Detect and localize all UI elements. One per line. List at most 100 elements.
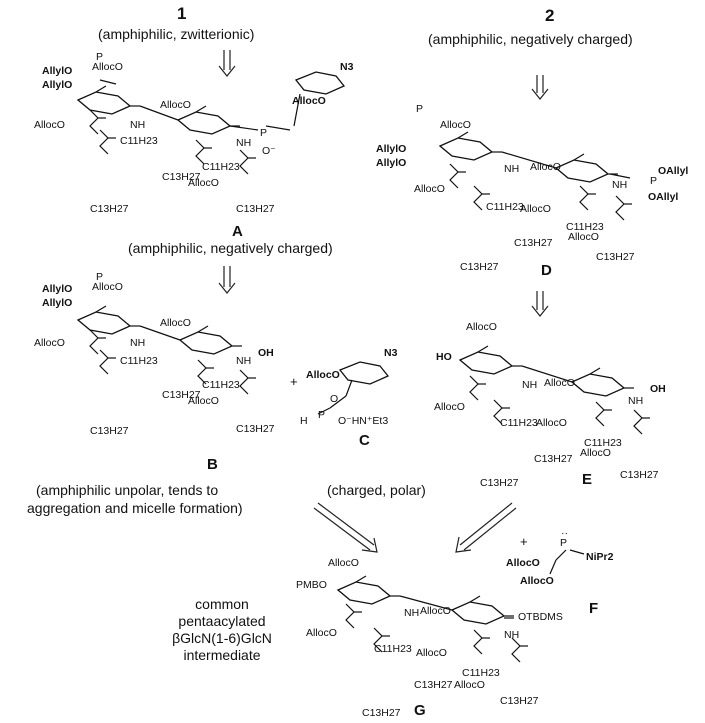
- b-oh: OH: [258, 347, 274, 359]
- retro-arrow-E-to-G: [455, 502, 517, 553]
- b-c11h23-1: C11H23: [120, 355, 158, 367]
- d-c13h27-1: C13H27: [514, 237, 553, 249]
- intermediate-caption: common pentaacylated βGlcN(1-6)GlcN inte…: [162, 596, 282, 664]
- compound-D-label: D: [541, 262, 552, 279]
- d-oallyl-1: OAllyl: [658, 165, 688, 177]
- e-alloco-4: AllocO: [536, 417, 567, 429]
- compound-B-description-2: aggregation and micelle formation): [27, 500, 243, 516]
- a-alloc-1: AllocO: [92, 61, 123, 73]
- retro-arrow-2-to-D: [531, 75, 549, 100]
- e-ho: HO: [436, 351, 452, 363]
- g-nh-2: NH: [504, 629, 519, 641]
- e-c13h27-3: C13H27: [620, 469, 659, 481]
- c-n3: N3: [384, 347, 398, 359]
- g-nh-1: NH: [404, 607, 419, 619]
- d-c11h23-1: C11H23: [486, 201, 524, 213]
- a-p-1: P: [96, 51, 103, 63]
- structure-F: + P ·· NiPr2 AllocO AllocO: [506, 527, 614, 587]
- compound-G-label: G: [414, 702, 426, 719]
- d-c11h23-2: C11H23: [566, 221, 604, 233]
- c-alloco: AllocO: [306, 369, 340, 381]
- f-alloco-2: AllocO: [520, 575, 554, 587]
- a-nh-1: NH: [130, 119, 145, 131]
- d-allylo-1: AllylO: [376, 143, 406, 155]
- structure-A: AllylO AllylO AllocO AllocO AllocO Alloc…: [34, 51, 354, 215]
- retro-arrow-B-to-G: [313, 502, 378, 553]
- d-nh-2: NH: [612, 179, 627, 191]
- a-c13h27-1: C13H27: [162, 171, 201, 183]
- a-alloc-2: AllocO: [34, 119, 65, 131]
- a-alloc-3: AllocO: [160, 99, 191, 111]
- g-c13h27-1: C13H27: [414, 679, 453, 691]
- e-alloco-5: AllocO: [580, 447, 611, 459]
- c-h: H: [300, 415, 308, 427]
- compound-B-description-1: (amphiphilic unpolar, tends to: [36, 482, 219, 498]
- f-alloco-1: AllocO: [506, 557, 540, 569]
- caption-line-4: intermediate: [183, 647, 261, 663]
- b-alloc-1: AllocO: [92, 281, 123, 293]
- f-nipr2: NiPr2: [586, 551, 614, 563]
- structure-C: AllocO N3 O P H O⁻HN⁺Et3: [300, 347, 398, 427]
- g-alloco-1: AllocO: [328, 557, 359, 569]
- compound-1-number: 1: [177, 4, 187, 23]
- structure-E: AllocO HO AllocO AllocO AllocO AllocO NH…: [434, 321, 666, 489]
- g-alloco-2: AllocO: [306, 627, 337, 639]
- e-c13h27-2: C13H27: [480, 477, 519, 489]
- b-c13h27-1: C13H27: [162, 389, 201, 401]
- compound-A-label: A: [232, 223, 243, 240]
- a-allylo-1: AllylO: [42, 65, 72, 77]
- a-p-2: P: [260, 127, 267, 139]
- d-alloc-1: AllocO: [440, 119, 471, 131]
- f-p: P: [560, 537, 567, 549]
- plus-f: +: [520, 534, 528, 549]
- d-alloc-2: AllocO: [414, 183, 445, 195]
- b-c11h23-2: C11H23: [202, 379, 240, 391]
- plus-b-c: +: [290, 374, 298, 389]
- g-c11h23-2: C11H23: [462, 667, 500, 679]
- g-c13h27-2: C13H27: [362, 707, 401, 719]
- b-c13h27-2: C13H27: [90, 425, 129, 437]
- e-nh-1: NH: [522, 379, 537, 391]
- compound-C-label: C: [359, 432, 370, 449]
- compound-2-number: 2: [545, 6, 555, 25]
- compound-C-description: (charged, polar): [327, 482, 426, 498]
- a-alloc-4: AllocO: [188, 177, 219, 189]
- a-c11h23-2: C11H23: [202, 161, 240, 173]
- b-alloc-2: AllocO: [34, 337, 65, 349]
- a-alloc-5: AllocO: [292, 95, 326, 107]
- retro-arrow-A-to-B: [218, 266, 236, 294]
- a-n3: N3: [340, 61, 354, 73]
- e-alloco-2: AllocO: [434, 401, 465, 413]
- e-c11h23-2: C11H23: [584, 437, 622, 449]
- d-allylo-2: AllylO: [376, 157, 406, 169]
- e-alloco-3: AllocO: [544, 377, 575, 389]
- g-alloco-4: AllocO: [416, 647, 447, 659]
- a-allylo-2: AllylO: [42, 79, 72, 91]
- b-nh-1: NH: [130, 337, 145, 349]
- b-allylo-2: AllylO: [42, 297, 72, 309]
- d-oallyl-2: OAllyl: [648, 191, 678, 203]
- structure-D: AllylO AllylO AllocO AllocO AllocO Alloc…: [376, 103, 688, 273]
- compound-F-label: F: [589, 600, 599, 617]
- b-p: P: [96, 271, 103, 283]
- f-lone-pair: ··: [561, 527, 568, 539]
- e-c13h27-1: C13H27: [534, 453, 573, 465]
- b-nh-2: NH: [236, 355, 251, 367]
- e-alloco-1: AllocO: [466, 321, 497, 333]
- e-nh-2: NH: [628, 395, 643, 407]
- b-c13h27-3: C13H27: [236, 423, 275, 435]
- d-p-1: P: [416, 103, 423, 115]
- compound-E-label: E: [582, 471, 593, 488]
- b-alloc-4: AllocO: [188, 395, 219, 407]
- e-c11h23-1: C11H23: [500, 417, 538, 429]
- d-alloc-4: AllocO: [520, 203, 551, 215]
- d-alloc-3: AllocO: [530, 161, 561, 173]
- g-c13h27-3: C13H27: [500, 695, 539, 707]
- caption-line-1: common: [195, 596, 249, 612]
- retro-arrow-D-to-E: [531, 291, 549, 317]
- compound-B-label: B: [207, 456, 218, 473]
- g-otbdms: OTBDMS: [518, 611, 563, 623]
- c-p: P: [318, 409, 325, 421]
- g-alloco-3: AllocO: [420, 605, 451, 617]
